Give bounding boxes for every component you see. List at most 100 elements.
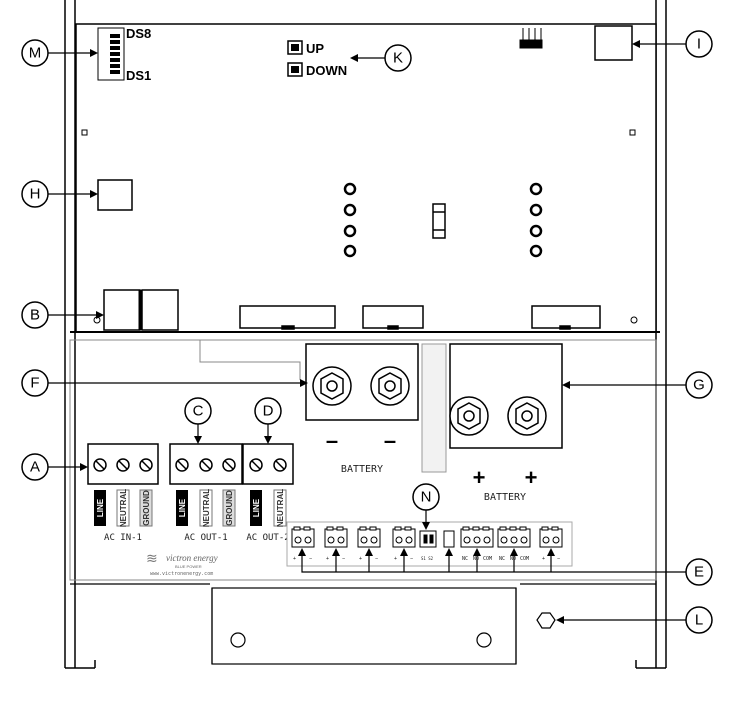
down-button[interactable] <box>287 62 303 77</box>
ac-in-line-label: LINE <box>96 498 105 517</box>
svg-text:G: G <box>693 377 705 394</box>
plug-4 <box>392 526 416 548</box>
fuse-component <box>432 203 446 239</box>
relay1-no: NO <box>473 556 479 562</box>
pin-plus-3: + <box>359 556 362 562</box>
ac-out1-line-label: LINE <box>178 498 187 517</box>
svg-text:D: D <box>263 403 274 420</box>
switch-pin-labels: S1 S2 <box>421 556 434 561</box>
callout-m: M <box>21 39 49 67</box>
dip-switch-n[interactable] <box>419 530 437 548</box>
svg-text:C: C <box>193 403 204 420</box>
down-button-label: DOWN <box>306 63 347 78</box>
logo-tagline: BLUE POWER <box>175 564 202 569</box>
plug-1 <box>291 526 315 548</box>
svg-text:A: A <box>30 459 40 476</box>
svg-text:B: B <box>30 307 40 324</box>
ac-in-terminal-block <box>87 443 159 485</box>
callout-d: D <box>254 397 282 425</box>
svg-text:H: H <box>30 186 41 203</box>
ac-in-ground-label: GROUND <box>142 490 151 526</box>
ac-out1-ground-label: GROUND <box>225 490 234 526</box>
ac-out-1-terminal-block <box>169 443 243 485</box>
control-board <box>75 23 657 333</box>
svg-text:E: E <box>694 564 704 581</box>
callout-e: E <box>685 558 713 586</box>
component-pads-right <box>529 182 543 258</box>
pin-minus-5: − <box>557 556 560 562</box>
connector-b <box>103 289 179 331</box>
relay1-com: COM <box>483 556 492 562</box>
jumper-block <box>443 530 455 548</box>
callout-n: N <box>412 483 440 511</box>
ac-in-neutral-label: NEUTRAL <box>119 489 128 527</box>
plug-5 <box>539 526 563 548</box>
callout-g: G <box>685 371 713 399</box>
pin-plus-5: + <box>542 556 545 562</box>
callout-k: K <box>384 44 412 72</box>
relay1-nc: NC <box>462 556 468 562</box>
ac-out-1-label: AC OUT-1 <box>184 533 227 543</box>
wiring-compartment <box>69 339 657 581</box>
callout-a: A <box>21 453 49 481</box>
ac-out2-neutral-label: NEUTRAL <box>276 489 285 527</box>
plug-2 <box>324 526 348 548</box>
gland-plate <box>70 583 656 665</box>
relay-plug-2 <box>497 526 531 548</box>
component-pads-left <box>343 182 357 258</box>
relay-plug-1 <box>460 526 494 548</box>
pin-header <box>519 28 543 49</box>
logo-url: www.victronenergy.com <box>150 571 213 577</box>
ac-out-2-label: AC OUT-2 <box>246 533 289 543</box>
battery-negative-label: BATTERY <box>341 464 383 475</box>
up-button-label: UP <box>306 41 324 56</box>
callout-f: F <box>21 369 49 397</box>
connector-h <box>97 179 133 211</box>
svg-text:M: M <box>29 45 42 62</box>
ac-in-1-label: AC IN-1 <box>104 533 142 543</box>
terminal-vertical-labels: LINE NEUTRAL GROUND LINE NEUTRAL GROUND … <box>94 489 287 527</box>
callout-circles: M K I H B F C D G A N E L <box>21 30 713 634</box>
battery-positive-label: BATTERY <box>484 492 526 503</box>
pin-minus-4: − <box>410 556 413 562</box>
pin-plus-2: + <box>326 556 329 562</box>
callout-h: H <box>21 180 49 208</box>
ac-out2-line-label: LINE <box>252 498 261 517</box>
ac-out1-neutral-label: NEUTRAL <box>202 489 211 527</box>
battery-positive-plus-2: + <box>525 465 538 490</box>
pin-plus-1: + <box>293 556 296 562</box>
relay2-com: COM <box>520 556 529 562</box>
pin-plus-4: + <box>394 556 397 562</box>
callout-l: L <box>685 606 713 634</box>
victron-logo: ≋ victron energy BLUE POWER www.victrone… <box>146 550 218 577</box>
relay2-no: NO <box>510 556 516 562</box>
ds1-label: DS1 <box>126 68 151 83</box>
callout-b: B <box>21 301 49 329</box>
up-button[interactable] <box>287 40 303 55</box>
svg-text:F: F <box>30 375 39 392</box>
battery-positive-plus-1: + <box>473 465 486 490</box>
callout-i: I <box>685 30 713 58</box>
plug-3 <box>357 526 381 548</box>
callout-arrowheads <box>80 40 640 624</box>
logo-brand: victron energy <box>166 553 218 563</box>
connector-i <box>594 25 633 61</box>
pin-minus-1: − <box>309 556 312 562</box>
led-indicator-strip <box>97 27 125 81</box>
logo-mark-icon: ≋ <box>146 550 158 566</box>
relay2-nc: NC <box>499 556 505 562</box>
ac-out-2-terminal-block <box>242 443 294 485</box>
ds8-label: DS8 <box>126 26 151 41</box>
battery-negative-minus-1: – <box>326 428 338 453</box>
callout-e-arrowheads <box>298 548 555 556</box>
svg-text:I: I <box>697 36 701 53</box>
pin-minus-2: − <box>342 556 345 562</box>
callout-c: C <box>184 397 212 425</box>
pin-minus-3: − <box>375 556 378 562</box>
battery-negative-block <box>305 343 419 421</box>
control-connector-strip: + − + − + − + − S1 S2 NC NO COM NC NO CO… <box>286 521 573 567</box>
svg-text:K: K <box>393 50 403 67</box>
board-edge-headers <box>239 305 601 330</box>
battery-negative-minus-2: – <box>384 428 396 453</box>
